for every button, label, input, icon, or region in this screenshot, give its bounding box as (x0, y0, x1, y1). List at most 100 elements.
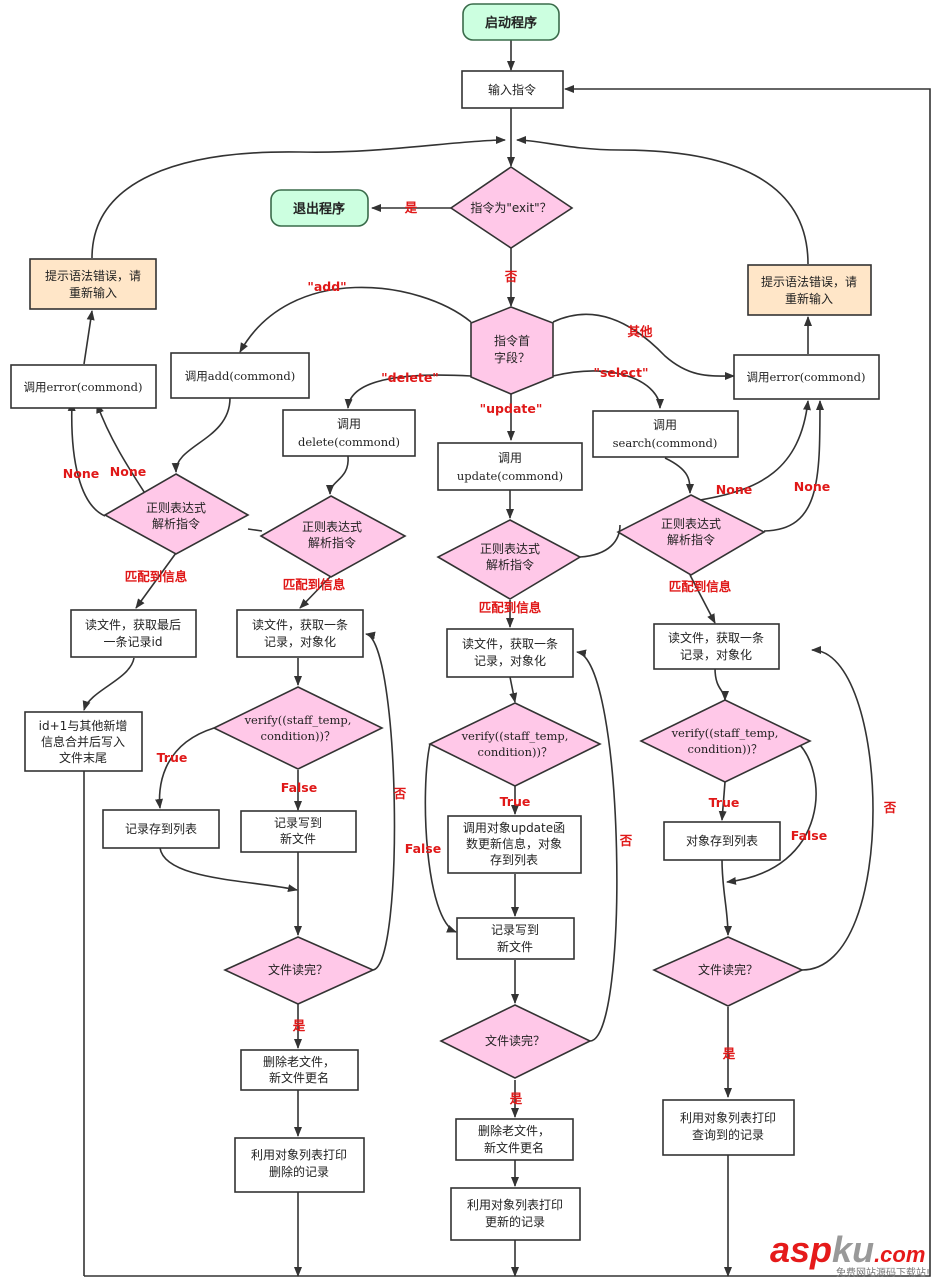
del-rename-2: 新文件更名 (269, 1070, 329, 1085)
edge-regexadd-read (135, 552, 177, 609)
label-sel-false: False (791, 828, 827, 843)
regex-delete-1: 正则表达式 (302, 520, 362, 534)
call-error-right-label: 调用error(commond) (746, 370, 865, 384)
label-update: "update" (480, 401, 543, 416)
edge-updverify-false (424, 743, 457, 933)
label-no-exit: 否 (504, 269, 518, 284)
sel-print-2: 查询到的记录 (692, 1127, 764, 1142)
del-rename: 删除老文件， 新文件更名 (240, 1049, 359, 1091)
label-upd-no: 否 (619, 833, 633, 848)
label-upd-yes: 是 (509, 1091, 523, 1106)
regex-update-1: 正则表达式 (480, 542, 540, 556)
upd-print-1: 利用对象列表打印 (467, 1198, 563, 1212)
edge-delverify-true (155, 727, 215, 809)
upd-done-label: 文件读完？ (485, 1033, 545, 1048)
label-match-update: 匹配到信息 (479, 600, 542, 615)
label-del-yes: 是 (292, 1018, 306, 1033)
start-label: 启动程序 (485, 15, 537, 31)
del-print: 利用对象列表打印 删除的记录 (234, 1137, 365, 1193)
sel-read: 读文件，获取一条 记录，对象化 (653, 623, 780, 670)
upd-verify-1: verify((staff_temp, (461, 729, 569, 743)
upd-print: 利用对象列表打印 更新的记录 (450, 1187, 581, 1241)
sel-read-1: 读文件，获取一条 (668, 630, 764, 645)
upd-verify: verify((staff_temp, condition))？ (428, 702, 602, 787)
sel-save-list: 对象存到列表 (663, 821, 781, 861)
edge-field-delete (344, 374, 472, 409)
watermark-brand-a: asp (770, 1229, 832, 1270)
regex-delete: 正则表达式 解析指令 (259, 495, 407, 578)
regex-search-2: 解析指令 (667, 532, 715, 547)
edges (67, 40, 931, 1277)
input-label: 输入指令 (488, 82, 536, 97)
watermark-tagline: 免费网站源码下载站! (836, 1266, 930, 1279)
label-select: "select" (593, 365, 648, 380)
sel-verify-1: verify((staff_temp, (671, 726, 779, 740)
upd-update: 调用对象update函 数更新信息，对象 存到列表 (447, 815, 582, 874)
del-read: 读文件，获取一条 记录，对象化 (236, 609, 364, 658)
label-match-delete: 匹配到信息 (283, 577, 346, 592)
edge-del-regex (326, 455, 349, 495)
error-prompt-right-1: 提示语法错误，请 (761, 274, 857, 289)
upd-write-new: 记录写到 新文件 (456, 917, 575, 960)
edge-selverify-false (726, 739, 817, 885)
del-verify: verify((staff_temp, condition))？ (212, 686, 384, 770)
add-read: 读文件，获取最后 一条记录id (70, 609, 197, 658)
label-del-no: 否 (393, 786, 407, 801)
call-error-left: 调用error(commond) (10, 364, 157, 409)
watermark-brand-b: ku (832, 1229, 874, 1270)
del-print-2: 删除的记录 (269, 1164, 329, 1179)
del-save-list: 记录存到列表 (102, 809, 220, 849)
edge-field-add (239, 286, 472, 353)
del-done-label: 文件读完？ (268, 962, 328, 977)
exit-decision-label: 指令为"exit"？ (470, 200, 551, 215)
del-verify-1: verify((staff_temp, (244, 713, 352, 727)
upd-print-2: 更新的记录 (485, 1214, 545, 1229)
sel-save-list-label: 对象存到列表 (686, 834, 758, 848)
upd-verify-2: condition))？ (478, 745, 553, 759)
label-other: 其他 (627, 324, 653, 339)
edge-regexsearch-upd-link (579, 524, 621, 558)
edge-seldone-no (801, 646, 874, 971)
upd-read-2: 记录，对象化 (474, 654, 546, 668)
edge-selsave-done (721, 859, 732, 936)
label-match-search: 匹配到信息 (669, 579, 732, 594)
upd-rename-1: 删除老文件， (478, 1123, 550, 1138)
call-search-2: search(commond) (613, 436, 718, 450)
upd-write-new-1: 记录写到 (491, 923, 539, 937)
edge-regexsearch-read (689, 574, 716, 624)
label-del-true: True (157, 750, 188, 765)
upd-rename-2: 新文件更名 (484, 1140, 544, 1155)
upd-read: 读文件，获取一条 记录，对象化 (446, 628, 574, 678)
add-write-1: id+1与其他新增 (39, 718, 128, 733)
label-yes-exit: 是 (404, 200, 418, 215)
call-add: 调用add(commond) (170, 352, 310, 399)
add-write-2: 信息合并后写入 (41, 734, 125, 749)
field-label-2: 字段？ (494, 350, 530, 365)
label-none-search-2: None (794, 479, 830, 494)
label-sel-true: True (709, 795, 740, 810)
del-print-1: 利用对象列表打印 (251, 1148, 347, 1162)
regex-update-2: 解析指令 (486, 557, 534, 572)
edge-callerr-left-prompt (83, 310, 95, 365)
label-none-search-1: None (716, 482, 752, 497)
upd-update-1: 调用对象update函 (463, 821, 565, 835)
error-prompt-left-2: 重新输入 (69, 285, 117, 300)
sel-verify-2: condition))？ (688, 742, 763, 756)
edge-add-regex (171, 397, 231, 473)
watermark-brand: aspku.com (770, 1229, 925, 1270)
del-write-new-1: 记录写到 (274, 816, 322, 830)
del-done: 文件读完？ (223, 936, 375, 1005)
sel-done-label: 文件读完？ (698, 962, 758, 977)
edge-loop-right (84, 85, 931, 1277)
upd-update-2: 数更新信息，对象 (466, 836, 562, 851)
sel-print: 利用对象列表打印 查询到的记录 (662, 1099, 795, 1156)
edge-delsave-merge (159, 847, 298, 893)
regex-add: 正则表达式 解析指令 (103, 473, 250, 555)
add-write-3: 文件末尾 (59, 750, 107, 765)
del-rename-1: 删除老文件， (263, 1054, 335, 1069)
label-delete: "delete" (381, 370, 439, 385)
edge-deldone-no (365, 631, 396, 971)
call-delete: 调用 delete(commond) (282, 409, 416, 457)
add-write: id+1与其他新增 信息合并后写入 文件末尾 (24, 711, 143, 772)
